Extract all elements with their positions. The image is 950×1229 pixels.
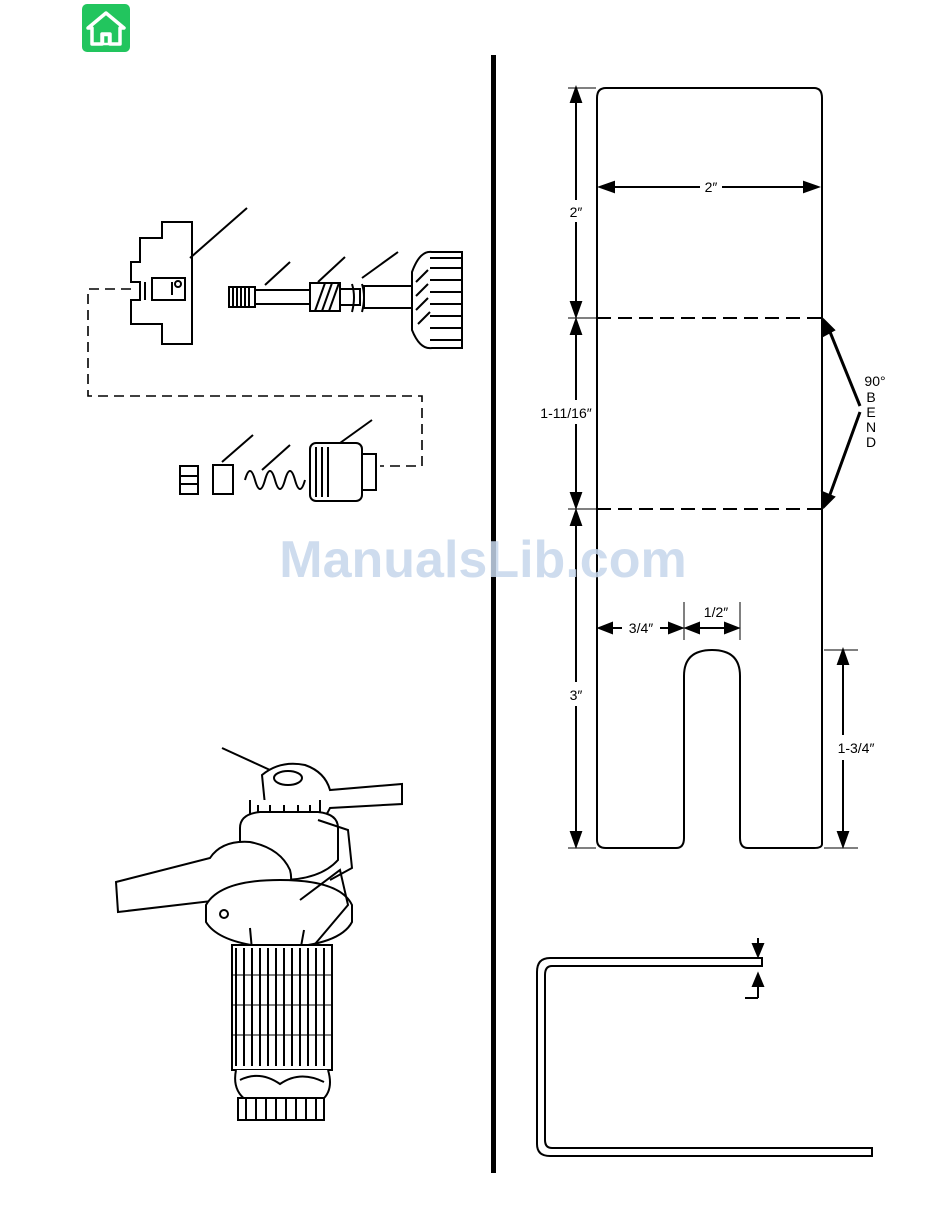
bent-template-side-view (537, 938, 872, 1156)
dim-slot-offset-label: 3/4″ (629, 620, 653, 636)
bend-letter-b: B (866, 389, 875, 405)
dim-bottom-label: 3″ (570, 687, 583, 703)
starter-drive-exploded-view (88, 208, 462, 501)
dim-top-label: 2″ (570, 204, 583, 220)
bend-letter-d: D (866, 434, 876, 450)
bend-angle-label: 90° (864, 373, 885, 389)
dimension-labels: 2″ 2″ 1-11/16″ 3″ 3/4″ 1/2″ 1-3/4″ 90° B… (540, 179, 885, 756)
armature-wrench-view (116, 748, 402, 1120)
bend-letter-n: N (866, 419, 876, 435)
tool-template-outline (597, 88, 822, 848)
drive-small-parts (180, 420, 376, 501)
armature-shaft (229, 252, 412, 312)
template-dimensions (568, 88, 860, 848)
page-divider (491, 55, 496, 1173)
bend-letter-e: E (866, 404, 875, 420)
dim-slot-width-label: 1/2″ (704, 604, 728, 620)
commutator-end (412, 252, 462, 348)
dim-width-label: 2″ (705, 179, 718, 195)
dim-slot-depth-label: 1-3/4″ (838, 740, 875, 756)
dim-middle-label: 1-11/16″ (540, 405, 591, 421)
end-bracket (131, 208, 247, 344)
